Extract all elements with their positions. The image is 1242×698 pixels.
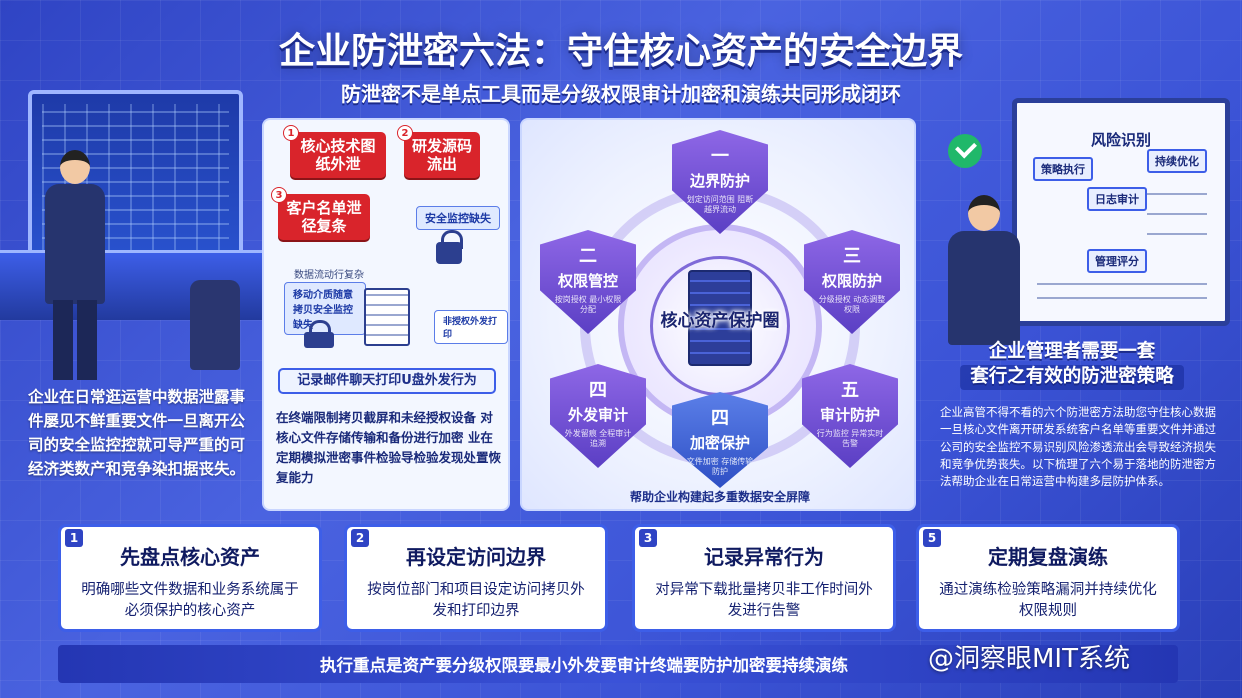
whiteboard: 风险识别 策略执行 持续优化 日志审计 管理评分 xyxy=(1012,98,1230,326)
step-card-title: 定期复盘演练 xyxy=(988,545,1108,569)
step-card-title: 记录异常行为 xyxy=(704,545,824,569)
document-icon xyxy=(364,288,410,346)
core-asset-label: 核心资产保护圈 xyxy=(660,311,780,331)
check-icon xyxy=(948,134,982,168)
risk-tag-3: 3 客户名单泄径复条 xyxy=(271,187,370,240)
shield-audit-protect: 五 审计防护 行为监控 异常实时告警 xyxy=(802,364,898,468)
risk-panel-text: 在终端限制拷贝截屏和未经授权设备 对核心文件存储传输和备份进行加密 业在 定期模… xyxy=(276,410,502,485)
step-card-title: 再设定访问边界 xyxy=(406,545,546,569)
step-card-desc: 通过演练检验策略漏洞并持续优化权限规则 xyxy=(939,582,1157,620)
step-card-desc: 明确哪些文件数据和业务系统属于必须保护的核心资产 xyxy=(81,582,299,620)
board-item-optimize: 持续优化 xyxy=(1147,149,1207,173)
left-illustration xyxy=(0,60,262,390)
step-card-3: 3 记录异常行为 对异常下载批量拷贝非工作时间外发进行告警 xyxy=(632,524,896,632)
footer-bar xyxy=(58,645,1178,683)
record-behavior-bar: 记录邮件聊天打印U盘外发行为 xyxy=(278,368,496,394)
monitor-missing-label: 安全监控缺失 xyxy=(416,206,500,230)
shield-encryption: 四 加密保护 文件加密 存储传输防护 xyxy=(672,392,768,488)
risk-tag-2: 2 研发源码流出 xyxy=(397,125,480,178)
office-chair xyxy=(190,280,240,370)
page-title: 企业防泄密六法：守住核心资产的安全边界 xyxy=(278,31,963,72)
left-intro-text: 企业在日常逛运营中数据泄露事件屡见不鲜重要文件一旦离开公司的安全监控控就可导严重… xyxy=(28,388,246,479)
lock-icon xyxy=(436,230,463,264)
step-card-2: 2 再设定访问边界 按岗位部门和项目设定访问拷贝外发和打印边界 xyxy=(344,524,608,632)
flow-label: 数据流动行复杂 xyxy=(294,270,364,281)
right-heading: 企业管理者需要一套 套行之有效的防泄密策略 xyxy=(937,340,1207,390)
protection-circle-panel: 核心资产保护圈 一 边界防护 划定访问范围 阻断越界流动 二 权限管控 按岗授权… xyxy=(520,118,916,511)
board-title: 风险识别 xyxy=(1090,131,1151,149)
step-card-desc: 按岗位部门和项目设定访问拷贝外发和打印边界 xyxy=(367,582,585,620)
server-icon xyxy=(688,270,752,366)
watermark-text: @洞察眼MIT系统 xyxy=(928,644,1130,674)
board-item-score: 管理评分 xyxy=(1087,249,1147,273)
step-card-title: 先盘点核心资产 xyxy=(120,545,260,569)
step-card-5: 5 定期复盘演练 通过演练检验策略漏洞并持续优化权限规则 xyxy=(916,524,1180,632)
center-caption: 帮助企业构建起多重数据安全屏障 xyxy=(629,490,810,504)
footer-text: 执行重点是资产要分级权限要最小外发要审计终端要防护加密要持续演练 xyxy=(320,656,848,675)
page-subtitle: 防泄密不是单点工具而是分级权限审计加密和演练共同形成闭环 xyxy=(341,82,901,106)
shield-outbound-audit: 四 外发审计 外发留痕 全程审计追溯 xyxy=(550,364,646,468)
step-card-1: 1 先盘点核心资产 明确哪些文件数据和业务系统属于必须保护的核心资产 xyxy=(58,524,322,632)
risk-panel: 1 核心技术图纸外泄 2 研发源码流出 3 客户名单泄径复条 安全监控缺失 数据… xyxy=(262,118,510,511)
right-body-text: 企业高管不得不看的六个防泄密方法助您守住核心数据一旦核心文件离开研发系统客户名单… xyxy=(940,405,1216,488)
step-card-desc: 对异常下载批量拷贝非工作时间外发进行告警 xyxy=(655,582,873,620)
print-label: 非授权外发打印 xyxy=(434,310,508,344)
board-item-strategy: 策略执行 xyxy=(1033,157,1093,181)
presenter-figure xyxy=(45,150,105,380)
risk-tag-1: 1 核心技术图纸外泄 xyxy=(283,125,386,178)
usb-drive-icon xyxy=(304,320,334,348)
board-item-log-audit: 日志审计 xyxy=(1087,187,1147,211)
manager-figure xyxy=(940,195,1020,345)
